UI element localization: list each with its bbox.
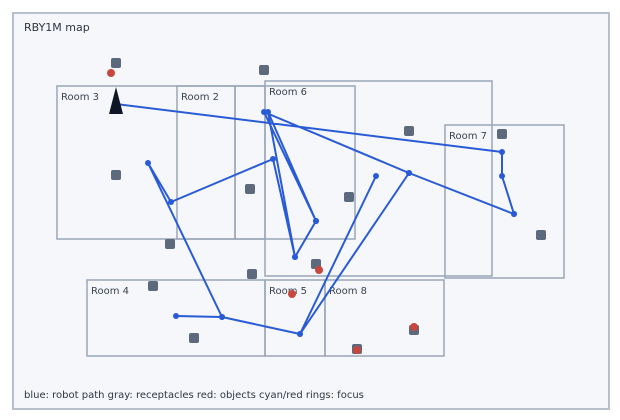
room-7-rect — [444, 124, 565, 279]
receptacle-marker — [404, 126, 414, 136]
receptacle-marker — [245, 184, 255, 194]
room-label: Room 5 — [269, 286, 307, 297]
path-waypoint — [219, 314, 225, 320]
receptacle-marker — [536, 230, 546, 240]
path-waypoint — [313, 218, 319, 224]
receptacles-layer — [111, 58, 546, 354]
object-marker — [107, 69, 115, 77]
robot-path-line — [115, 103, 515, 335]
receptacle-marker — [189, 333, 199, 343]
room-label: Room 4 — [91, 286, 129, 297]
object-marker — [288, 290, 296, 298]
path-waypoint — [292, 254, 298, 260]
room-label: Room 8 — [329, 286, 367, 297]
path-waypoint — [261, 109, 267, 115]
receptacle-marker — [165, 239, 175, 249]
receptacle-marker — [247, 269, 257, 279]
path-waypoint — [168, 199, 174, 205]
robot-marker-icon — [109, 87, 123, 114]
receptacle-marker — [497, 129, 507, 139]
object-marker — [353, 346, 361, 354]
rooms-layer — [56, 80, 565, 357]
room-2-rect — [176, 85, 266, 240]
path-waypoint — [406, 170, 412, 176]
room-label: Room 7 — [449, 131, 487, 142]
object-marker — [410, 323, 418, 331]
path-waypoint — [499, 149, 505, 155]
path-waypoint — [373, 173, 379, 179]
receptacle-marker — [259, 65, 269, 75]
room-labels: Room 3 Room 2 Room 6 Room 7 Room 4 Room … — [61, 87, 487, 297]
object-marker — [315, 266, 323, 274]
path-waypoint — [173, 313, 179, 319]
receptacle-marker — [111, 170, 121, 180]
room-6-rect — [234, 85, 356, 240]
path-waypoint — [297, 331, 303, 337]
room-6-outer-rect — [264, 80, 493, 277]
path-waypoint — [270, 156, 276, 162]
path-waypoint — [145, 160, 151, 166]
objects-layer — [107, 69, 418, 354]
path-waypoint — [499, 173, 505, 179]
receptacle-marker — [148, 281, 158, 291]
room-label: Room 6 — [269, 87, 307, 98]
receptacle-marker — [344, 192, 354, 202]
receptacle-marker — [111, 58, 121, 68]
map-title: RBY1M map — [24, 21, 90, 34]
room-label: Room 2 — [181, 92, 219, 103]
path-waypoint — [511, 211, 517, 217]
room-8-rect — [324, 279, 445, 357]
room-label: Room 3 — [61, 92, 99, 103]
map-legend: blue: robot path gray: receptacles red: … — [24, 390, 364, 401]
